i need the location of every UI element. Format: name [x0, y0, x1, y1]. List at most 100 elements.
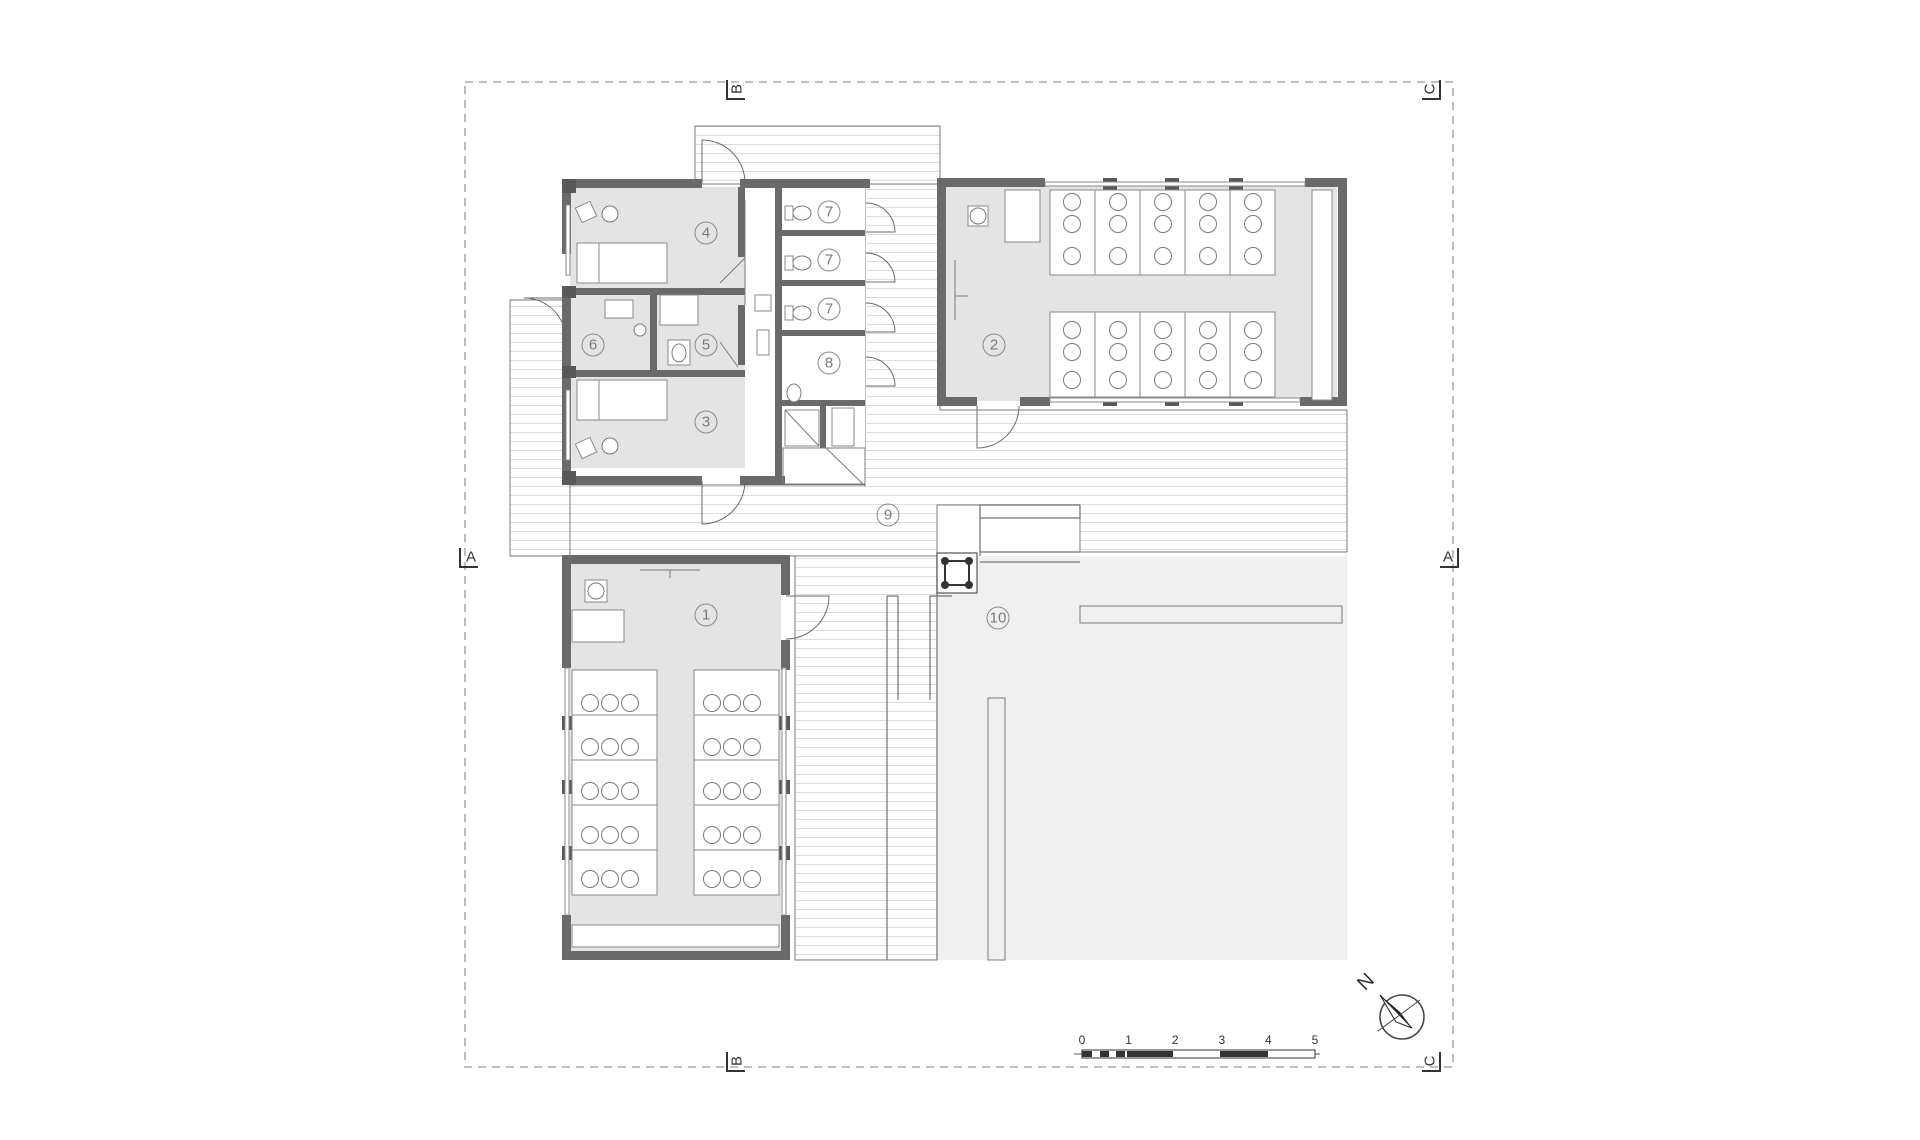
room-number-yard-10: 10	[986, 606, 1010, 630]
student-seat	[703, 694, 721, 712]
student-seat	[621, 782, 639, 800]
student-seat	[1063, 371, 1081, 389]
room-number-text: 6	[589, 337, 597, 354]
student-seat	[1154, 321, 1172, 339]
student-seat	[1244, 371, 1262, 389]
student-seat	[723, 870, 741, 888]
student-seat	[1063, 247, 1081, 265]
section-a-right-label: A	[1443, 549, 1453, 566]
student-seat	[1154, 193, 1172, 211]
room-number-text: 5	[702, 337, 710, 354]
yard-bench-vertical	[987, 697, 1006, 961]
room-number-storage-6: 6	[581, 333, 605, 357]
student-seat	[601, 738, 619, 756]
section-b-bottom-label: B	[729, 1056, 746, 1066]
student-seat	[581, 738, 599, 756]
room-number-classroom-2: 2	[982, 333, 1006, 357]
room-number-text: 7	[825, 204, 833, 221]
dormitory-block	[523, 139, 896, 525]
student-seat	[1199, 193, 1217, 211]
student-seat	[621, 826, 639, 844]
student-seat	[1244, 193, 1262, 211]
student-seat	[743, 738, 761, 756]
yard-bench-horizontal	[1079, 605, 1343, 624]
student-seat	[1063, 321, 1081, 339]
student-seat	[1199, 321, 1217, 339]
north-arrow-icon: N	[1353, 969, 1425, 1040]
student-seat	[723, 738, 741, 756]
section-a-left-label: A	[466, 549, 476, 566]
student-seat	[601, 826, 619, 844]
student-seat	[1199, 371, 1217, 389]
room-number-bedroom-4: 4	[694, 221, 718, 245]
room-number-text: 8	[825, 355, 833, 372]
student-seat	[723, 826, 741, 844]
student-seat	[723, 694, 741, 712]
room-number-bathroom-5: 5	[694, 333, 718, 357]
classroom-1-block	[562, 555, 830, 960]
student-seat	[1109, 371, 1127, 389]
student-seat	[1244, 343, 1262, 361]
student-seat	[703, 826, 721, 844]
room-number-text: 7	[825, 301, 833, 318]
student-seat	[1063, 193, 1081, 211]
room-number-text: 7	[825, 252, 833, 269]
student-seat	[581, 782, 599, 800]
student-seat	[703, 782, 721, 800]
student-seat	[1154, 247, 1172, 265]
room-number-text: 3	[702, 414, 710, 431]
student-seat	[621, 738, 639, 756]
room-number-toilet-7b: 7	[817, 248, 841, 272]
student-seat	[743, 782, 761, 800]
room-number-text: 4	[702, 225, 710, 242]
student-seat	[1109, 247, 1127, 265]
wooden-deck	[509, 125, 1348, 961]
student-seat	[621, 870, 639, 888]
student-seat	[1244, 247, 1262, 265]
student-seat	[703, 870, 721, 888]
scale-tick-label: 5	[1312, 1033, 1319, 1047]
student-seat	[601, 782, 619, 800]
scale-tick-label: 1	[1125, 1033, 1132, 1047]
student-seat	[1154, 371, 1172, 389]
student-seat	[601, 870, 619, 888]
site-boundary	[464, 81, 1454, 1068]
scale-tick-label: 0	[1079, 1033, 1086, 1047]
room-number-classroom-1: 1	[694, 603, 718, 627]
student-seat	[743, 870, 761, 888]
central-column	[936, 552, 978, 594]
student-seat	[1109, 343, 1127, 361]
room-number-text: 9	[884, 507, 892, 524]
student-seat	[601, 694, 619, 712]
student-seat	[1154, 215, 1172, 233]
student-seat	[703, 738, 721, 756]
room-number-text: 10	[990, 610, 1007, 627]
scale-tick-label: 2	[1172, 1033, 1179, 1047]
student-seat	[1063, 343, 1081, 361]
room-number-deck-9: 9	[876, 503, 900, 527]
student-seat	[1109, 215, 1127, 233]
student-seat	[1199, 247, 1217, 265]
room-number-toilet-7c: 7	[817, 297, 841, 321]
room-number-text: 2	[990, 337, 998, 354]
student-seat	[621, 694, 639, 712]
room-number-text: 1	[702, 607, 710, 624]
student-seat	[723, 782, 741, 800]
student-seat	[1063, 215, 1081, 233]
section-c-bottom-label: C	[1422, 1055, 1439, 1066]
room-number-bedroom-3: 3	[694, 410, 718, 434]
student-seat	[1199, 215, 1217, 233]
student-seat	[1244, 321, 1262, 339]
student-seat	[1154, 343, 1172, 361]
scale-tick-label: 3	[1218, 1033, 1225, 1047]
section-c-top-label: C	[1422, 83, 1439, 94]
student-seat	[1199, 343, 1217, 361]
section-markers: A A B B C C	[459, 80, 1459, 1072]
student-seat	[581, 826, 599, 844]
classroom-2-block	[937, 178, 1347, 449]
student-seat	[743, 826, 761, 844]
student-seat	[743, 694, 761, 712]
student-seat	[581, 694, 599, 712]
